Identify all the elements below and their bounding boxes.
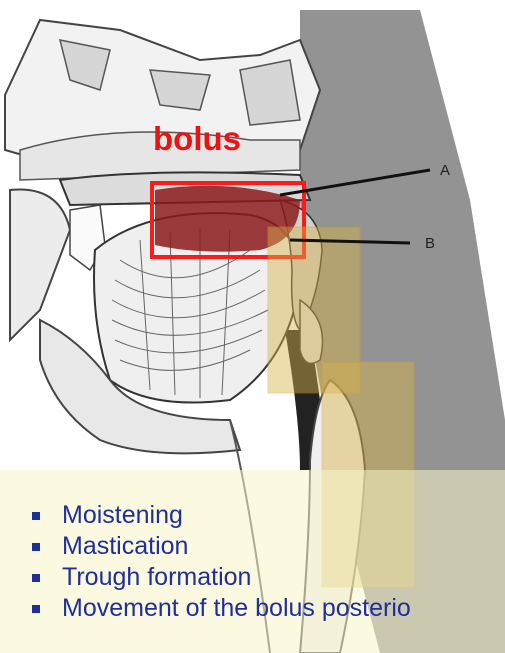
bullet-item: Moistening (26, 500, 411, 531)
bullet-item: Trough formation (26, 562, 411, 593)
bullet-square-icon (32, 605, 40, 613)
bullet-square-icon (32, 543, 40, 551)
bullet-panel: Moistening Mastication Trough formation … (0, 470, 505, 653)
bolus-label: bolus (153, 120, 241, 158)
label-a: A (440, 162, 450, 179)
bullet-square-icon (32, 574, 40, 582)
bullet-square-icon (32, 512, 40, 520)
upper-lip (10, 190, 70, 341)
bullet-list: Moistening Mastication Trough formation … (26, 500, 411, 624)
label-b: B (425, 235, 435, 252)
bullet-item: Movement of the bolus posterio (26, 593, 411, 624)
bullet-item: Mastication (26, 531, 411, 562)
